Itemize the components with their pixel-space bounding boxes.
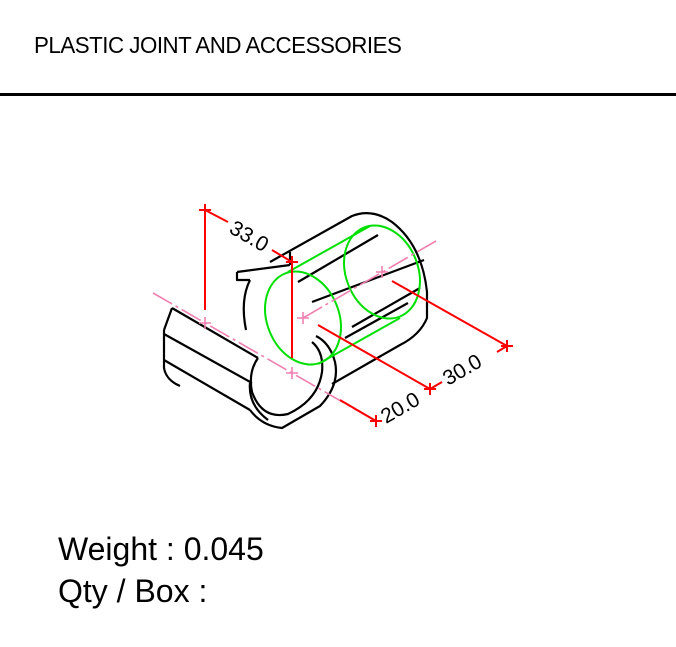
dimension-bore-length-label: 20.0 [377, 388, 424, 428]
dimension-total-length-label: 30.0 [439, 350, 486, 390]
qty-box-row: Qty / Box : [58, 573, 207, 610]
centerlines [152, 240, 437, 420]
page-title: PLASTIC JOINT AND ACCESSORIES [34, 32, 402, 58]
qty-box-label: Qty / Box : [58, 573, 208, 609]
dimension-height-label: 33.0 [226, 216, 273, 256]
header-divider [0, 93, 676, 96]
weight-label: Weight : 0.045 [58, 531, 264, 567]
part-outline [162, 211, 429, 430]
center-marks [199, 266, 388, 379]
dimension-lines [199, 204, 513, 427]
bore-ellipses [264, 224, 421, 366]
